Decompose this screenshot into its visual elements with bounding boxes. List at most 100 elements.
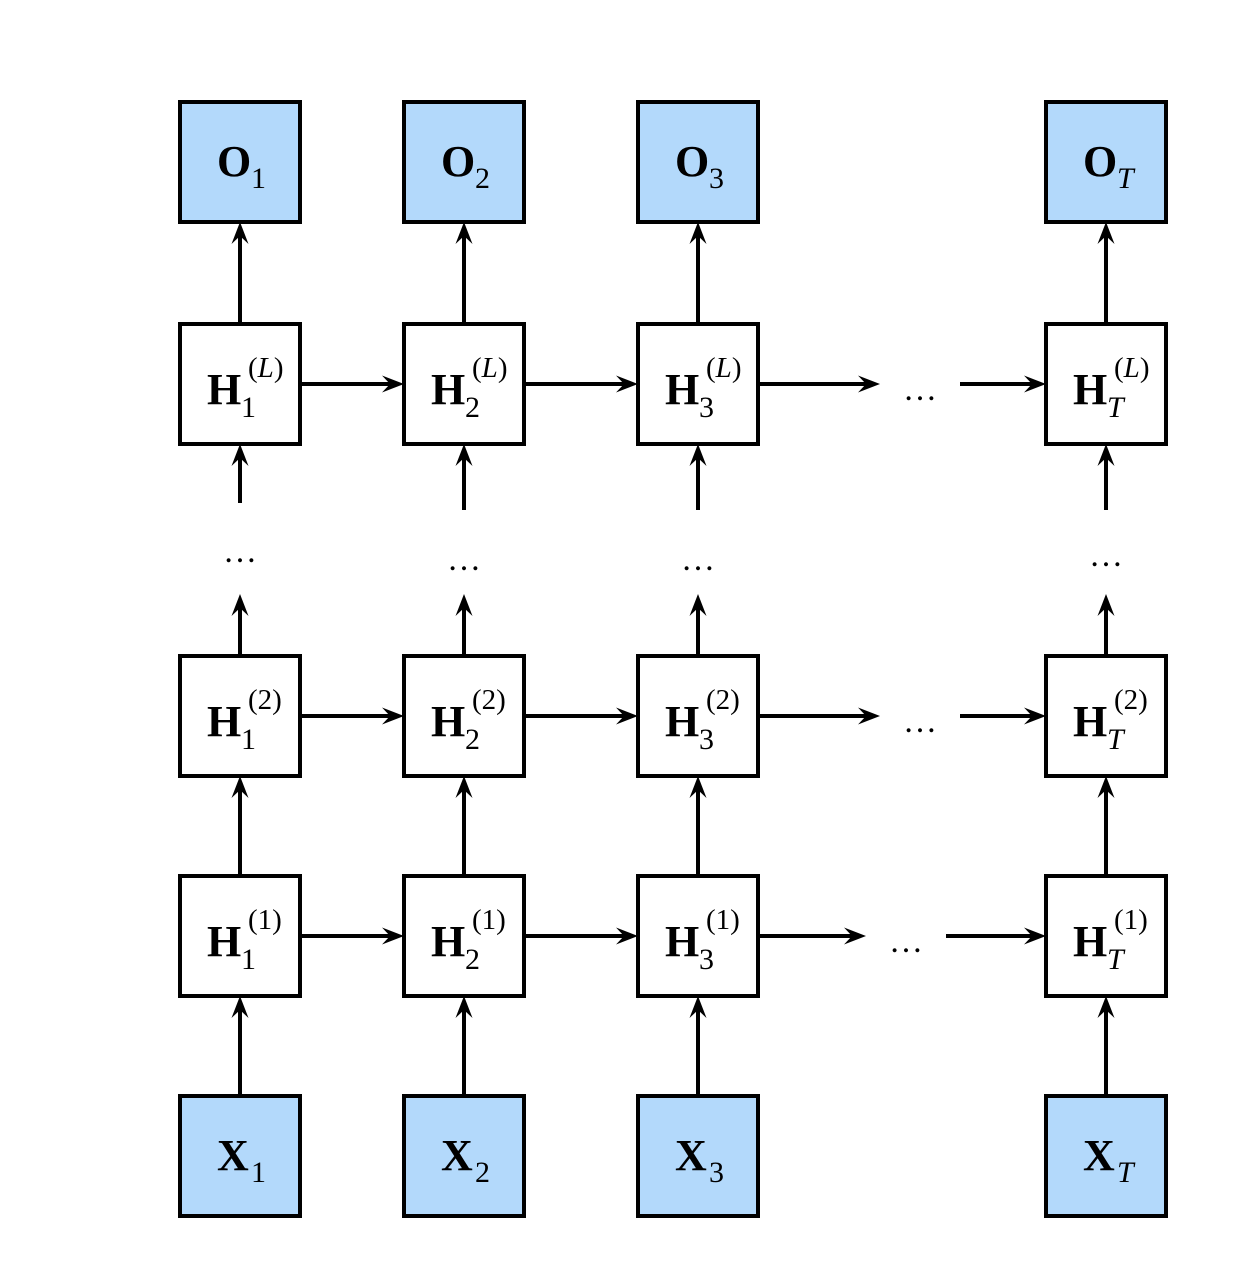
arrowhead (1097, 444, 1115, 466)
node-subscript: 1 (241, 943, 256, 976)
hidden-node-layer2-step-T: HT(2) (1044, 654, 1168, 778)
arrow-input-to-hidden1 (689, 996, 707, 1096)
arrow-to-hiddenL (455, 444, 473, 510)
ellipsis-depth-step3: … (681, 541, 715, 578)
superscript-part: (1) (248, 904, 282, 936)
node-subscript: 3 (709, 162, 724, 195)
node-superscript: (1) (472, 904, 506, 936)
node-symbol: H (431, 917, 465, 966)
node-superscript: (L) (706, 352, 741, 384)
node-label: OT (1083, 137, 1136, 195)
node-box (178, 1094, 302, 1218)
arrow-recurrent-layer2 (758, 707, 880, 725)
hidden-node-layer1-step-1: H1 (1) (178, 874, 302, 998)
node-label: H3(L) (665, 352, 741, 424)
node-subscript: 3 (699, 723, 714, 756)
node-box (636, 322, 760, 446)
arrowhead (689, 594, 707, 616)
node-symbol: O (1083, 137, 1117, 186)
node-symbol: X (217, 1131, 249, 1180)
node-symbol: H (665, 917, 699, 966)
node-symbol: H (431, 365, 465, 414)
arrowhead (231, 996, 249, 1018)
node-superscript: (1) (248, 904, 282, 936)
node-label: H2(L) (431, 352, 507, 424)
node-subscript: 2 (475, 1156, 490, 1189)
node-symbol: H (1073, 365, 1107, 414)
node-subscript: T (1107, 391, 1126, 424)
arrow-recurrent-layer2 (524, 707, 638, 725)
arrowhead (858, 707, 880, 725)
node-subscript: T (1117, 1156, 1136, 1189)
node-subscript: T (1117, 162, 1136, 195)
arrowhead (1097, 776, 1115, 798)
output-node-step-2: O2 (402, 100, 526, 224)
node-label: H2(1) (431, 904, 506, 976)
node-subscript: 3 (699, 391, 714, 424)
node-box (402, 322, 526, 446)
node-label: HT (L) (1073, 352, 1149, 424)
arrowhead (1097, 222, 1115, 244)
node-label: HT(1) (1073, 904, 1148, 976)
node-symbol: H (207, 365, 241, 414)
node-subscript: 3 (709, 1156, 724, 1189)
node-superscript: (2) (248, 684, 282, 716)
node-box (402, 874, 526, 998)
superscript-part: ( (472, 352, 482, 384)
ellipsis-time-layer1: … (889, 923, 923, 960)
node-symbol: O (217, 137, 251, 186)
node-subscript: T (1107, 723, 1126, 756)
hidden-node-layer2-step-2: H2(2) (402, 654, 526, 778)
hidden-node-layerL-step-3: H3(L) (636, 322, 760, 446)
arrowhead (616, 375, 638, 393)
arrowhead (382, 375, 404, 393)
node-label: H2(2) (431, 684, 506, 756)
node-symbol: H (207, 917, 241, 966)
arrow-recurrent-layerL (300, 375, 404, 393)
node-box (178, 654, 302, 778)
superscript-part: (2) (706, 684, 740, 716)
arrowhead (689, 444, 707, 466)
arrowhead (844, 927, 866, 945)
node-superscript: (L) (248, 352, 283, 384)
node-label: H3(1) (665, 904, 740, 976)
arrowhead (689, 776, 707, 798)
input-node-step-T: XT (1044, 1094, 1168, 1218)
node-subscript: 1 (251, 162, 266, 195)
hidden-node-layer1-step-2: H2(1) (402, 874, 526, 998)
node-label: O2 (441, 137, 490, 195)
ellipsis-depth-step2: … (447, 541, 481, 578)
input-node-step-2: X2 (402, 1094, 526, 1218)
node-superscript: (L) (1114, 352, 1149, 384)
node-label: H1 (1) (207, 904, 282, 976)
arrow-recurrent-layerL (758, 375, 880, 393)
output-node-step-1: O1 (178, 100, 302, 224)
node-superscript: (2) (472, 684, 506, 716)
node-box (636, 874, 760, 998)
arrow-hiddenL-to-output (455, 222, 473, 324)
node-label: HT(2) (1073, 684, 1148, 756)
arrowhead (382, 927, 404, 945)
node-box (1044, 322, 1168, 446)
arrowhead (455, 996, 473, 1018)
arrow-input-to-hidden1 (1097, 996, 1115, 1096)
ellipsis-depth-stepT: … (1089, 537, 1123, 574)
edge-layer (231, 222, 1115, 1096)
node-symbol: X (441, 1131, 473, 1180)
node-subscript: 1 (241, 391, 256, 424)
superscript-part: (1) (1114, 904, 1148, 936)
arrowhead (231, 444, 249, 466)
superscript-part: ( (248, 352, 258, 384)
node-subscript: T (1107, 943, 1126, 976)
superscript-part: L (257, 352, 274, 384)
arrowhead (689, 222, 707, 244)
node-box (178, 100, 302, 224)
hidden-node-layer1-step-3: H3(1) (636, 874, 760, 998)
node-superscript: (2) (706, 684, 740, 716)
arrowhead (1024, 927, 1046, 945)
hidden-node-layer2-step-1: H1(2) (178, 654, 302, 778)
ellipsis-layer: ………………… (223, 371, 1123, 960)
node-subscript: 1 (251, 1156, 266, 1189)
arrow-recurrent-layer1 (524, 927, 638, 945)
arrow-to-hiddenL (231, 444, 249, 503)
